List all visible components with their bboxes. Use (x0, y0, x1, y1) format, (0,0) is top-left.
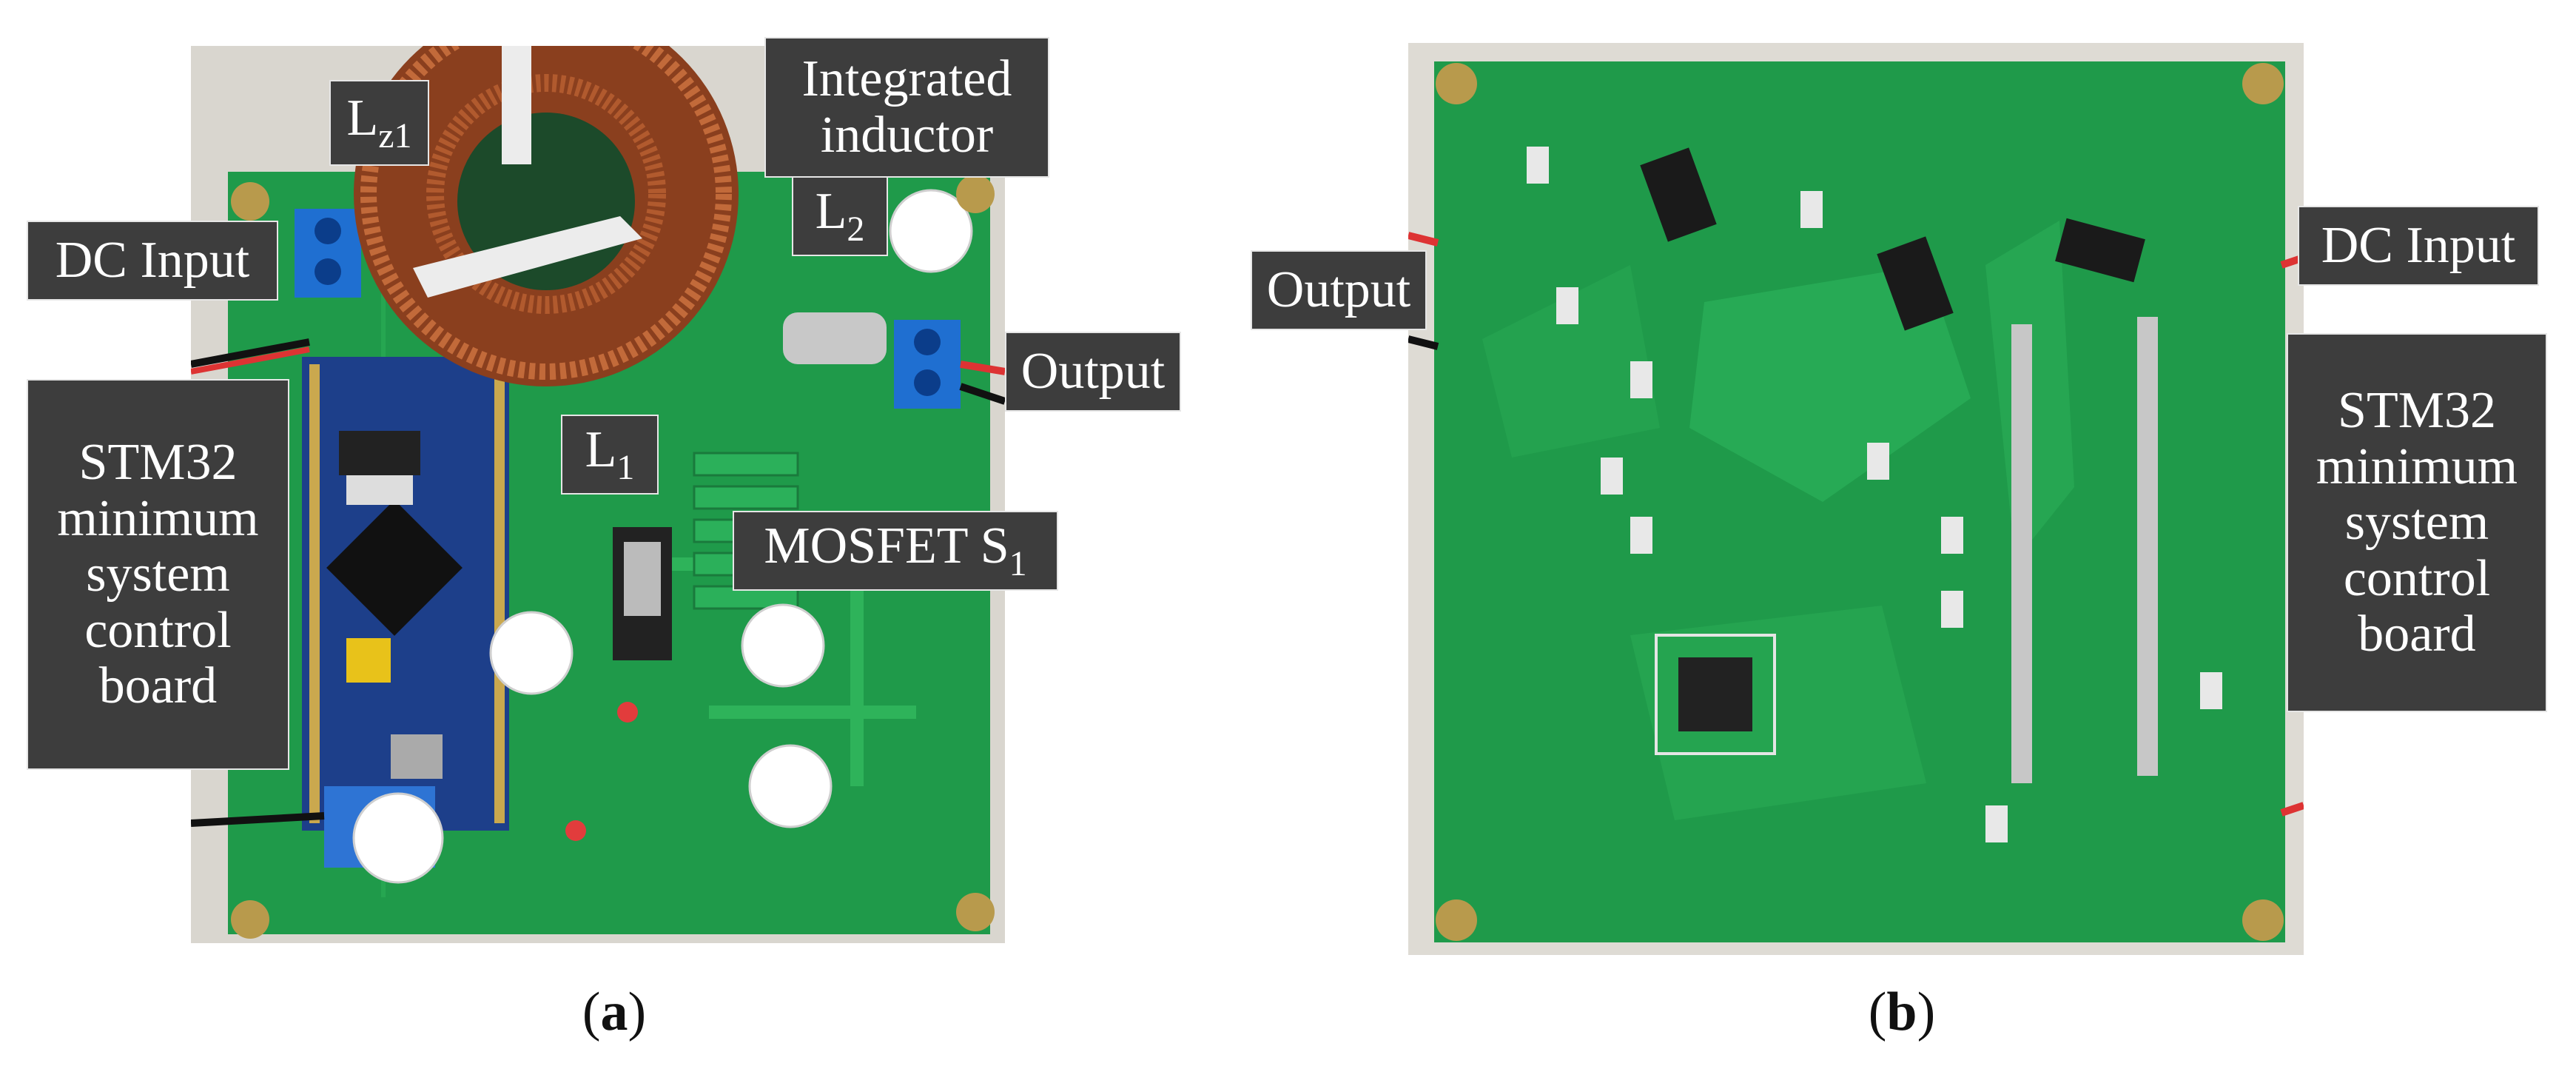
stm32-a-line3: system (86, 546, 230, 603)
dc-input-text-b: DC Input (2321, 217, 2516, 275)
label-dc-input-b: DC Input (2298, 206, 2539, 286)
label-stm32-a: STM32 minimum system control board (27, 379, 289, 770)
label-stm32-b: STM32 minimum system control board (2287, 333, 2547, 712)
integrated-inductor-line2: inductor (820, 107, 994, 164)
stm32-a-line5: board (98, 657, 218, 715)
integrated-inductor-line1: Integrated (801, 50, 1012, 108)
stm32-a-line2: minimum (57, 489, 259, 547)
output-text-b: Output (1266, 261, 1411, 319)
caption-b: (b) (1828, 981, 1976, 1044)
l2-subscript: 2 (847, 209, 865, 249)
mosfet-subscript: 1 (1009, 543, 1027, 583)
lz1-subscript: z1 (378, 115, 412, 155)
caption-a-letter: a (600, 982, 628, 1042)
l1-text: L (585, 421, 617, 479)
caption-a-open: ( (582, 982, 601, 1042)
caption-a-close: ) (628, 982, 647, 1042)
l2-text: L (815, 183, 847, 241)
stm32-b-line4: control (2343, 549, 2491, 607)
stm32-a-line4: control (84, 601, 232, 659)
photo-pcb-bottom-view (1408, 43, 2304, 955)
label-mosfet-s1: MOSFET S1 (733, 511, 1058, 591)
dc-input-text-a: DC Input (55, 232, 250, 289)
pcb-bottom-illustration (1408, 43, 2304, 955)
label-output-b: Output (1251, 250, 1427, 330)
caption-b-open: ( (1868, 982, 1887, 1042)
stm32-a-line1: STM32 (78, 434, 238, 492)
label-l1: L1 (561, 415, 659, 495)
lz1-text: L (346, 90, 379, 147)
l1-subscript: 1 (616, 447, 635, 487)
stm32-b-line1: STM32 (2338, 382, 2496, 440)
label-l2: L2 (792, 176, 888, 256)
caption-a: (a) (540, 981, 688, 1044)
stm32-b-line3: system (2344, 494, 2489, 552)
mosfet-text: MOSFET S (764, 517, 1009, 575)
caption-b-close: ) (1917, 982, 1936, 1042)
caption-b-letter: b (1886, 982, 1917, 1042)
stm32-b-line2: minimum (2316, 438, 2518, 495)
stm32-b-line5: board (2358, 606, 2476, 663)
label-output-a: Output (1005, 332, 1181, 412)
label-lz1: Lz1 (329, 80, 429, 166)
label-dc-input-a: DC Input (27, 221, 278, 301)
label-integrated-inductor: Integrated inductor (764, 37, 1049, 178)
output-text-a: Output (1020, 343, 1166, 401)
